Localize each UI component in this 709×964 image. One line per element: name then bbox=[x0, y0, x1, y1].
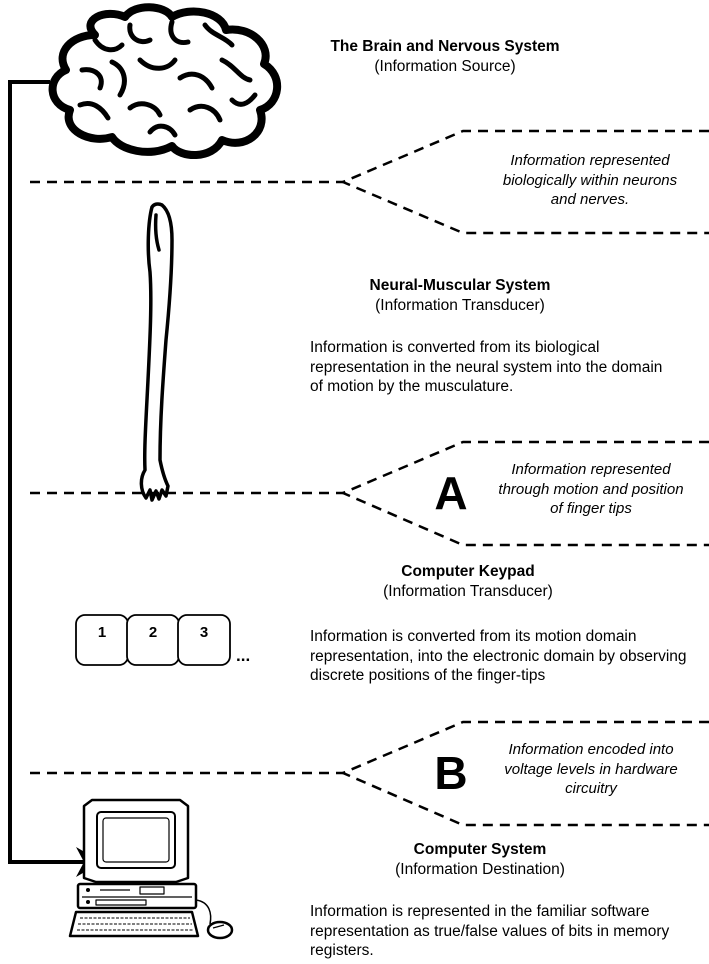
key-3 bbox=[177, 614, 231, 666]
neural-muscular-subtitle: (Information Transducer) bbox=[375, 297, 545, 314]
neural-muscular-title: Neural-Muscular System bbox=[369, 277, 551, 294]
transition-neural-note: Information represented biologically wit… bbox=[502, 152, 678, 208]
neural-muscular-description: Information is converted from its biolog… bbox=[310, 339, 663, 395]
key-1-label: 1 bbox=[97, 624, 107, 641]
transition-b-lines bbox=[30, 720, 709, 827]
transition-neural-lines bbox=[30, 129, 709, 235]
keypad-ellipsis: ... bbox=[236, 646, 251, 665]
computer-icon bbox=[68, 798, 234, 940]
key-2-label: 2 bbox=[148, 624, 158, 641]
flow-line bbox=[8, 80, 88, 864]
keypad-subtitle: (Information Transducer) bbox=[383, 583, 553, 600]
computer-description: Information is represented in the famili… bbox=[310, 903, 670, 959]
transition-a-lines bbox=[30, 440, 709, 547]
transition-a-note: Information represented through motion a… bbox=[498, 461, 684, 517]
computer-title: Computer System bbox=[413, 841, 547, 858]
brain-title: The Brain and Nervous System bbox=[330, 38, 560, 55]
key-3-label: 3 bbox=[199, 624, 209, 641]
keypad-description: Information is converted from its motion… bbox=[310, 628, 687, 684]
keypad-icon bbox=[75, 614, 231, 666]
keypad-title: Computer Keypad bbox=[401, 563, 535, 580]
transition-b-note: Information encoded into voltage levels … bbox=[504, 741, 678, 797]
computer-subtitle: (Information Destination) bbox=[395, 861, 565, 878]
brain-icon bbox=[48, 3, 282, 160]
arm-icon bbox=[139, 202, 174, 502]
brain-subtitle: (Information Source) bbox=[374, 58, 516, 75]
transition-a-label: A bbox=[434, 467, 468, 519]
transition-b-label: B bbox=[434, 747, 468, 799]
